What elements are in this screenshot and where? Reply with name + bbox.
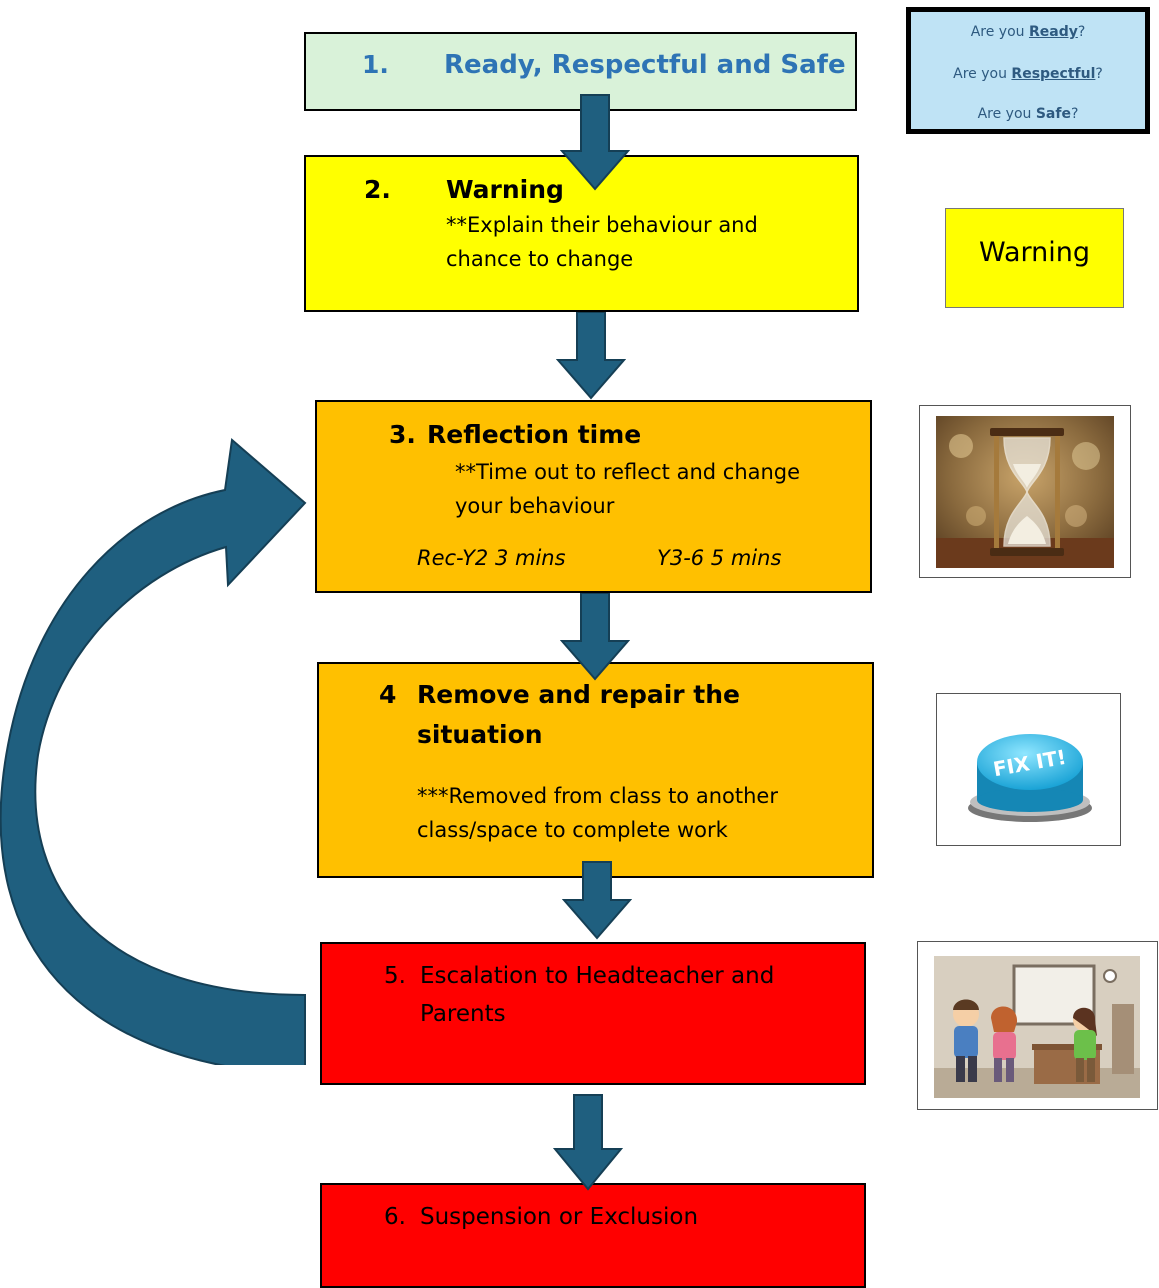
down-arrow-2-shape	[556, 312, 626, 400]
down-arrow-1	[560, 94, 630, 191]
down-arrow-4-shape	[562, 861, 632, 940]
step-5-box: 5. Escalation to Headteacher and Parents	[320, 942, 866, 1085]
warning-card-label: Warning	[978, 237, 1090, 268]
step-1-title: Ready, Respectful and Safe	[444, 50, 846, 80]
return-arrow-shape	[0, 438, 307, 1065]
down-arrow-4	[562, 861, 632, 940]
step-4-title-1: Remove and repair the	[417, 680, 741, 709]
meeting-picture-frame	[917, 941, 1158, 1110]
question-respectful-word: Respectful	[1011, 66, 1096, 82]
step-5-number: 5.	[384, 963, 406, 989]
question-safe-word: Safe	[1035, 106, 1071, 122]
step-3-time-left: Rec-Y2 3 mins	[417, 546, 566, 570]
step-2-text-1: **Explain their behaviour and	[446, 213, 758, 237]
return-arrow	[0, 438, 307, 1065]
step-6-number: 6.	[384, 1204, 406, 1230]
question-ready-suffix: ?	[1077, 24, 1086, 40]
question-safe-suffix: ?	[1070, 106, 1079, 122]
step-3-number: 3.	[389, 420, 416, 449]
down-arrow-1-shape	[560, 94, 630, 191]
step-4-text-1: ***Removed from class to another	[417, 784, 778, 808]
step-1-number: 1.	[362, 50, 389, 79]
step-3-time-right: Y3-6 5 mins	[657, 546, 782, 570]
step-3-text-2: your behaviour	[455, 494, 615, 518]
step-4-number: 4	[379, 680, 397, 709]
step-6-box: 6. Suspension or Exclusion	[320, 1183, 866, 1288]
step-2-text-2: chance to change	[446, 247, 634, 271]
down-arrow-5-shape	[553, 1094, 623, 1191]
question-ready: Are you Ready?	[911, 24, 1145, 40]
down-arrow-3-shape	[560, 593, 630, 681]
step-6-text: Suspension or Exclusion	[420, 1204, 699, 1230]
step-4-box: 4 Remove and repair the situation ***Rem…	[317, 662, 874, 878]
step-3-title: Reflection time	[427, 420, 642, 449]
step-4-text-2: class/space to complete work	[417, 818, 728, 842]
question-respectful: Are you Respectful?	[911, 66, 1145, 82]
step-5-text-2: Parents	[420, 1001, 506, 1027]
hourglass-picture-frame	[919, 405, 1131, 578]
question-safe-prefix: Are you	[977, 106, 1036, 122]
question-safe: Are you Safe?	[911, 106, 1145, 122]
down-arrow-3	[560, 593, 630, 681]
question-ready-prefix: Are you	[970, 24, 1029, 40]
fixit-picture-frame: FIX IT!	[936, 693, 1121, 846]
fixit-button-icon: FIX IT!	[968, 734, 1092, 822]
hourglass-icon	[936, 416, 1114, 568]
step-3-text-1: **Time out to reflect and change	[455, 460, 801, 484]
down-arrow-2	[556, 312, 626, 400]
question-respectful-prefix: Are you	[953, 66, 1012, 82]
step-4-title-2: situation	[417, 720, 543, 749]
step-2-number: 2.	[364, 175, 391, 204]
down-arrow-5	[553, 1094, 623, 1191]
step-5-text-1: Escalation to Headteacher and	[420, 963, 775, 989]
step-2-title: Warning	[446, 175, 564, 204]
warning-card: Warning	[945, 208, 1124, 308]
question-respectful-suffix: ?	[1095, 66, 1103, 82]
question-ready-word: Ready	[1028, 24, 1078, 40]
step-3-box: 3. Reflection time **Time out to reflect…	[315, 400, 872, 593]
meeting-illustration	[934, 956, 1140, 1098]
questions-card: Are you Ready? Are you Respectful? Are y…	[906, 7, 1150, 134]
